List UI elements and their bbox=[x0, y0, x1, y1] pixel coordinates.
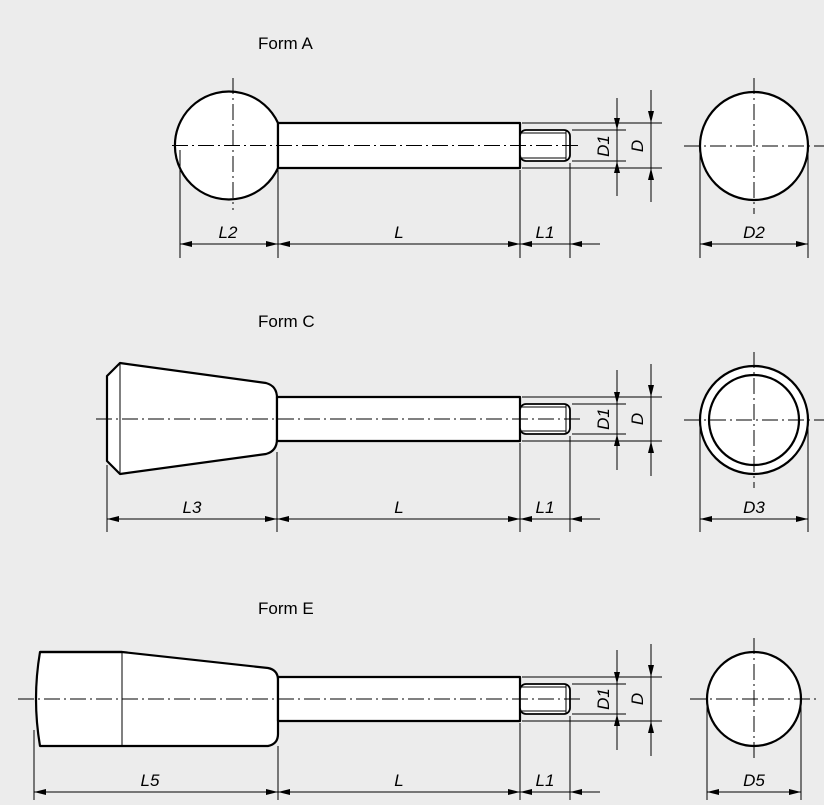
form-c-d1-label: D1 bbox=[594, 408, 613, 430]
form-c-d-label: D bbox=[628, 413, 647, 425]
form-e-view: Form E L5 L L1 bbox=[18, 599, 818, 800]
form-c-d3-label: D3 bbox=[743, 498, 765, 517]
form-c-l3-label: L3 bbox=[183, 498, 202, 517]
form-a-d1-label: D1 bbox=[594, 135, 613, 157]
form-e-l-label: L bbox=[394, 771, 403, 790]
form-e-l5-label: L5 bbox=[141, 771, 160, 790]
form-c-title: Form C bbox=[258, 312, 315, 331]
form-a-l1-label: L1 bbox=[536, 223, 555, 242]
form-e-l1-label: L1 bbox=[536, 771, 555, 790]
form-a-l2-label: L2 bbox=[219, 223, 238, 242]
form-a-title: Form A bbox=[258, 34, 313, 53]
form-c-l1-label: L1 bbox=[536, 498, 555, 517]
form-c-view: Form C L3 L L1 bbox=[96, 312, 824, 532]
form-a-l-label: L bbox=[394, 223, 403, 242]
form-e-d1-label: D1 bbox=[594, 688, 613, 710]
form-a-view: Form A L2 L L1 bbox=[172, 34, 824, 258]
form-e-d-label: D bbox=[628, 693, 647, 705]
form-e-title: Form E bbox=[258, 599, 314, 618]
form-a-d-label: D bbox=[628, 140, 647, 152]
form-a-d2-label: D2 bbox=[743, 223, 765, 242]
form-e-d5-label: D5 bbox=[743, 771, 765, 790]
form-c-l-label: L bbox=[394, 498, 403, 517]
